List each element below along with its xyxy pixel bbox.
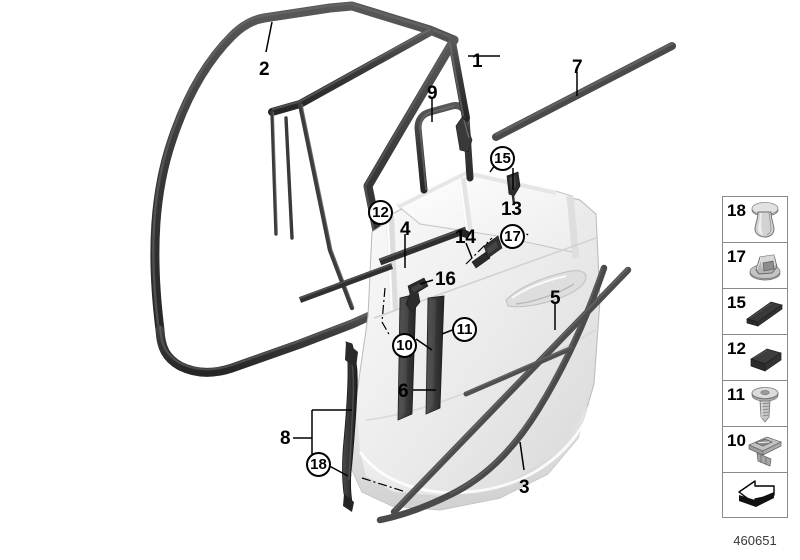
legend-item-15[interactable]: 15	[722, 288, 788, 334]
part-4-belt-line-seal	[378, 226, 470, 266]
callout-13: 13	[501, 199, 522, 220]
callout-8: 8	[280, 428, 291, 449]
callout-15: 15	[490, 146, 515, 171]
legend-item-arrow	[722, 472, 788, 518]
pan-head-screw-icon	[751, 387, 779, 423]
diagram-part-number: 460651	[733, 533, 777, 548]
rubber-block-icon	[750, 348, 782, 372]
callout-4: 4	[400, 219, 411, 240]
part-5-side-moulding	[390, 266, 632, 516]
legend-number-10: 10	[727, 431, 746, 450]
push-pin-clip-icon	[751, 202, 779, 238]
legend-number-17: 17	[727, 247, 746, 266]
inner-shaft-seal	[298, 263, 394, 303]
part-14-bracket	[471, 235, 503, 269]
leader-3	[519, 441, 525, 471]
legend-item-18[interactable]: 18	[722, 196, 788, 242]
part-7-roof-moulding	[492, 42, 676, 141]
guide-17-a	[465, 237, 493, 265]
part-1-run-channel-seal	[448, 38, 473, 153]
leader-2	[265, 21, 273, 53]
legend-item-11[interactable]: 11	[722, 380, 788, 426]
legend-number-18: 18	[727, 201, 746, 220]
callout-6: 6	[398, 381, 409, 402]
door-belt-moulding	[463, 345, 575, 397]
door-outer-panel	[351, 168, 601, 511]
callout-5: 5	[550, 288, 561, 309]
callout-1: 1	[472, 51, 483, 72]
part-11-pillar-trim-cover	[425, 295, 445, 415]
part-2-window-frame-seal	[150, 1, 459, 377]
callout-9: 9	[427, 83, 438, 104]
parts-legend: 18 17 15	[722, 196, 788, 518]
legend-number-11: 11	[727, 385, 745, 404]
guide-10	[381, 287, 391, 337]
leader-16	[419, 279, 434, 285]
leader-10	[415, 338, 433, 351]
callout-2: 2	[259, 59, 270, 80]
flat-pad-icon	[746, 301, 783, 327]
legend-number-12: 12	[727, 339, 746, 358]
part-8-rear-edge-garnish	[342, 341, 358, 512]
callout-11: 11	[452, 317, 477, 342]
callout-18: 18	[306, 452, 331, 477]
legend-item-10[interactable]: 10	[722, 426, 788, 472]
guide-18	[361, 477, 407, 493]
leader-14	[465, 242, 473, 259]
grommet-cap-icon	[749, 254, 781, 281]
legend-number-15: 15	[727, 293, 746, 312]
callout-17: 17	[500, 224, 525, 249]
callout-12: 12	[368, 200, 393, 225]
expanding-nut-icon	[748, 436, 783, 467]
direction-arrow-icon	[738, 480, 775, 507]
callout-7: 7	[572, 57, 583, 78]
legend-item-17[interactable]: 17	[722, 242, 788, 288]
callout-3: 3	[519, 477, 530, 498]
callout-10: 10	[392, 333, 417, 358]
part-16-clip-bracket	[405, 277, 429, 313]
legend-item-12[interactable]: 12	[722, 334, 788, 380]
callout-16: 16	[435, 269, 456, 290]
callout-14: 14	[455, 227, 476, 248]
